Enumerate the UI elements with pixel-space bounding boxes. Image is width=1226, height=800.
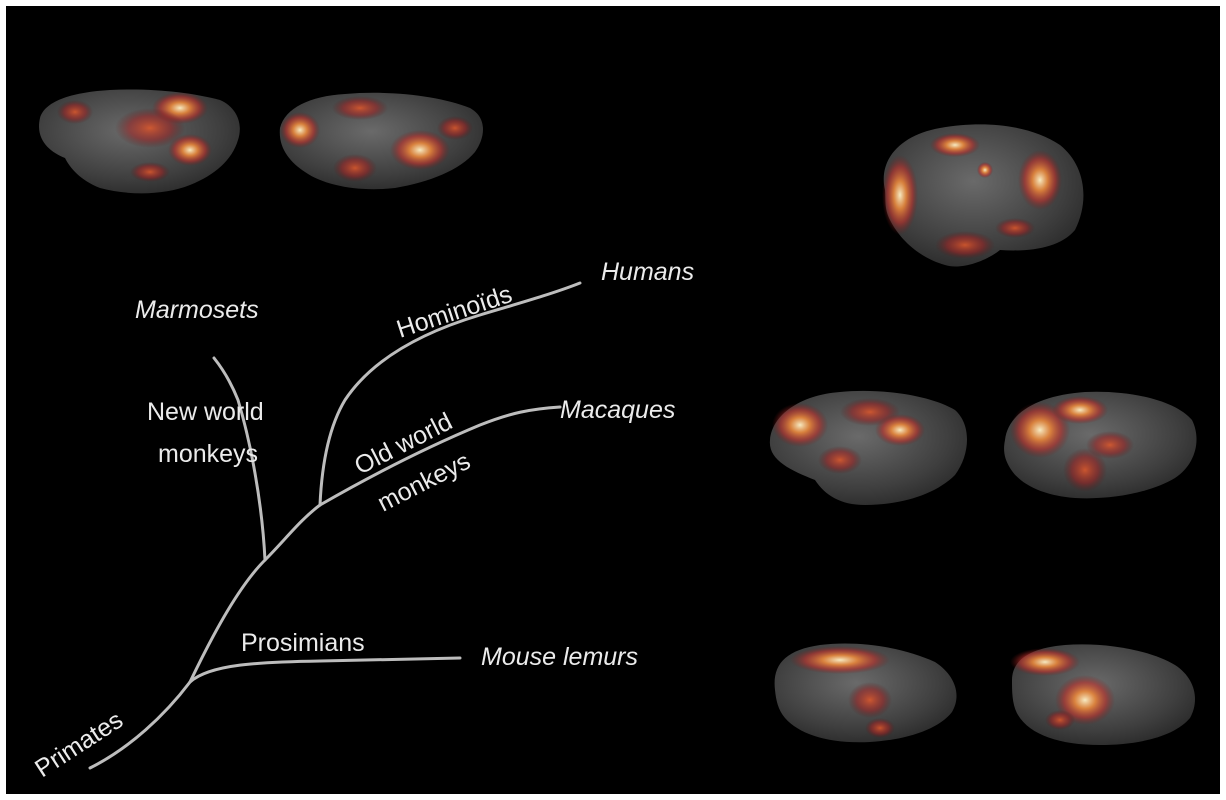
brain-marmoset-lateral bbox=[39, 89, 240, 193]
brain-mouse-lemur-lateral bbox=[775, 644, 957, 743]
label-humans: Humans bbox=[601, 258, 694, 286]
label-marmosets: Marmosets bbox=[135, 296, 259, 324]
branch-prosimians bbox=[190, 658, 460, 682]
label-hominoids: Hominoïds bbox=[393, 280, 515, 344]
label-mouse-lemurs: Mouse lemurs bbox=[481, 643, 638, 671]
label-primates: Primates bbox=[30, 706, 128, 783]
label-new-world-2: monkeys bbox=[158, 440, 258, 468]
brain-macaque-lateral bbox=[770, 391, 967, 505]
tree-labels: Humans Marmosets Macaques Mouse lemurs H… bbox=[30, 258, 694, 783]
phylogenetic-tree bbox=[90, 283, 580, 768]
label-macaques: Macaques bbox=[560, 396, 675, 424]
brain-macaque-medial bbox=[1004, 392, 1196, 499]
brain-marmoset-medial bbox=[280, 93, 483, 189]
brain-human-lateral bbox=[882, 124, 1083, 266]
label-prosimians: Prosimians bbox=[241, 629, 365, 657]
label-new-world-1: New world bbox=[147, 398, 264, 426]
brain-mouse-lemur-medial bbox=[1010, 644, 1195, 745]
